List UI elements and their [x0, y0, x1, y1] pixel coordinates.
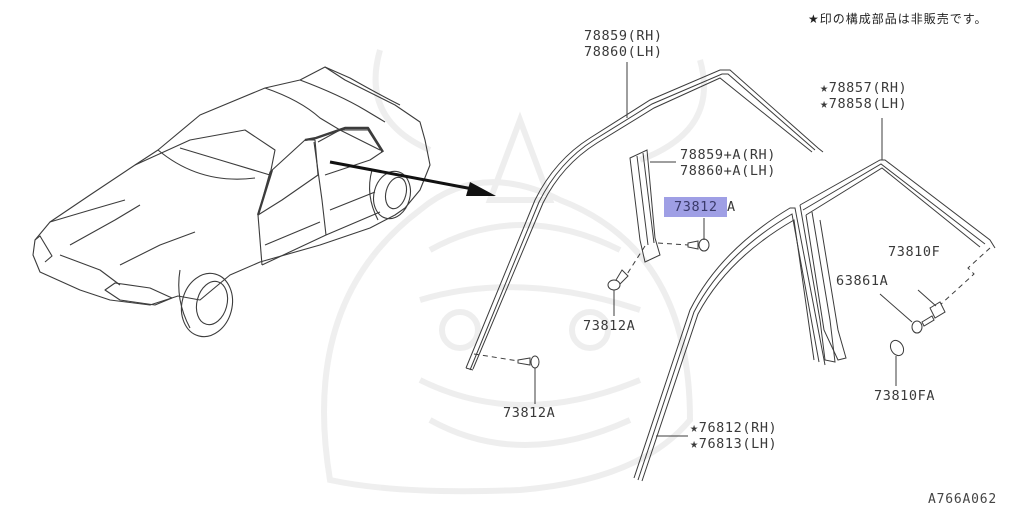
callout-78857-rh: ★78857(RH)	[820, 80, 908, 96]
callout-78858-lh: ★78858(LH)	[820, 96, 908, 112]
callout-78859-rh: 78859(RH)	[584, 28, 663, 44]
callout-78860a-lh: 78860+A(LH)	[680, 163, 777, 179]
callout-73812a-bottom: 73812A	[503, 405, 556, 421]
center-pillar-cover	[629, 149, 661, 263]
front-door-outer-molding	[465, 69, 824, 371]
fasteners	[517, 238, 946, 369]
callout-78860-lh: 78860(LH)	[584, 44, 663, 60]
highlighted-part-suffix: A	[727, 199, 736, 215]
callout-73810f: 73810F	[888, 244, 941, 260]
direction-arrow	[329, 160, 496, 196]
diagram-code: A766A062	[928, 492, 998, 507]
front-door-sash	[633, 207, 826, 482]
assembly-lines	[473, 242, 991, 363]
callout-73810fa: 73810FA	[874, 388, 936, 404]
car-illustration	[32, 66, 431, 338]
highlight-box[interactable]	[664, 197, 727, 217]
callout-76812-rh: ★76812(RH)	[690, 420, 778, 436]
rear-door-sash	[799, 159, 996, 363]
callout-63861a: 63861A	[836, 273, 889, 289]
callout-78859a-rh: 78859+A(RH)	[680, 147, 777, 163]
leader-lines	[534, 62, 937, 437]
callout-73812a-mid: 73812A	[583, 318, 636, 334]
callout-76813-lh: ★76813(LH)	[690, 436, 778, 452]
highlighted-part-number[interactable]: 73812	[674, 199, 718, 215]
non-sale-parts-note: ★印の構成部品は非販売です。	[808, 12, 988, 26]
watermark-emblem	[321, 49, 707, 495]
